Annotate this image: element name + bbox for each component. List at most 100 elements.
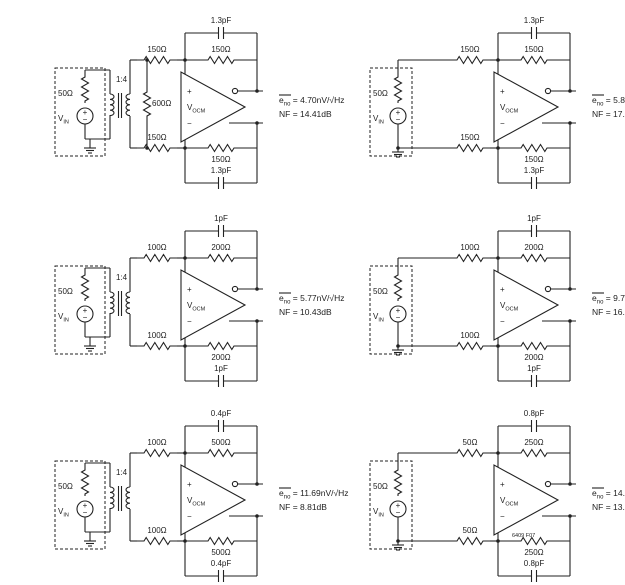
feedback-capacitor-bottom-label: 1pF	[527, 364, 541, 373]
source-resistor	[393, 75, 403, 103]
input-resistor-top	[450, 253, 490, 263]
feedback-capacitor-top-label: 1.3pF	[524, 16, 545, 25]
feedback-resistor-top-label: 150Ω	[211, 45, 230, 54]
inverting-input-sign: −	[187, 512, 192, 521]
circuit-group: +−50ΩVIN1:4600Ω150Ω150Ω150Ω150Ω1.3pF1.3p…	[54, 16, 625, 582]
source-resistor-label: 50Ω	[373, 89, 388, 98]
input-resistor-top	[450, 448, 490, 458]
feedback-resistor-top-label: 150Ω	[524, 45, 543, 54]
noninverting-input-sign: +	[187, 87, 192, 96]
feedback-resistor-top	[185, 448, 257, 458]
differential-amplifier	[493, 71, 560, 143]
input-resistor-bottom-label: 150Ω	[147, 133, 166, 142]
noise-figure-label: NF = 13.56dB	[592, 502, 625, 512]
voltage-source-plus: +	[83, 108, 88, 117]
feedback-capacitor-top-label: 0.8pF	[524, 409, 545, 418]
feedback-resistor-bottom-label: 250Ω	[524, 548, 543, 557]
noise-figure-label: NF = 10.43dB	[279, 307, 332, 317]
inverting-input-sign: −	[187, 317, 192, 326]
feedback-resistor-top-label: 250Ω	[524, 438, 543, 447]
output-noise-label: eno = 14.23nV/√Hz	[592, 488, 625, 501]
differential-amplifier	[180, 269, 247, 341]
shunt-resistor-label: 600Ω	[152, 99, 171, 108]
source-resistor	[393, 273, 403, 301]
input-resistor-top	[137, 448, 177, 458]
source-resistor-label: 50Ω	[58, 89, 73, 98]
feedback-capacitor-top-label: 0.4pF	[211, 409, 232, 418]
source-box	[54, 67, 106, 157]
transformer-secondary	[125, 93, 131, 117]
voltage-source-plus: +	[83, 501, 88, 510]
feedback-resistor-bottom-label: 200Ω	[211, 353, 230, 362]
differential-amplifier	[493, 464, 560, 536]
feedback-resistor-bottom	[185, 536, 257, 546]
circuit-6: +−50ΩVIN50Ω50Ω250Ω250Ω0.8pF0.8pF+−VOCMen…	[369, 409, 625, 582]
input-resistor-bottom-label: 100Ω	[147, 331, 166, 340]
transformer-primary	[109, 486, 115, 510]
vocm-label: VOCM	[500, 496, 519, 508]
circuit-5: +−50ΩVIN1:4100Ω100Ω500Ω500Ω0.4pF0.4pF+−V…	[54, 409, 349, 582]
inverting-input-sign: −	[500, 512, 505, 521]
feedback-capacitor-bottom-label: 1.3pF	[211, 166, 232, 175]
source-box	[369, 265, 413, 355]
output-noise-label: eno = 9.76nV/√Hz	[592, 293, 625, 306]
feedback-resistor-top-label: 200Ω	[211, 243, 230, 252]
circuit-1: +−50ΩVIN1:4600Ω150Ω150Ω150Ω150Ω1.3pF1.3p…	[54, 16, 344, 189]
junction-dot	[396, 344, 400, 348]
figure-id: 6409 F07	[512, 533, 535, 539]
vocm-label: VOCM	[187, 496, 206, 508]
input-resistor-top-label: 150Ω	[147, 45, 166, 54]
source-resistor	[80, 75, 90, 103]
feedback-capacitor-bottom-label: 1pF	[214, 364, 228, 373]
input-resistor-bottom-label: 50Ω	[463, 526, 478, 535]
vin-label: VIN	[58, 114, 69, 126]
output-noise-label: eno = 5.88nV/√Hz	[592, 95, 625, 108]
feedback-resistor-bottom	[185, 341, 257, 351]
input-resistor-bottom	[450, 143, 490, 153]
transformer-primary	[109, 93, 115, 117]
transformer-ratio: 1:4	[116, 468, 128, 477]
source-resistor	[80, 273, 90, 301]
input-resistor-top-label: 50Ω	[463, 438, 478, 447]
source-resistor-label: 50Ω	[58, 287, 73, 296]
vin-label: VIN	[373, 312, 384, 324]
shunt-resistor	[142, 90, 152, 118]
feedback-resistor-bottom-label: 500Ω	[211, 548, 230, 557]
voltage-source-plus: +	[396, 306, 401, 315]
input-resistor-bottom	[137, 341, 177, 351]
feedback-resistor-bottom-label: 150Ω	[211, 155, 230, 164]
input-resistor-bottom	[137, 143, 177, 153]
source-resistor-label: 50Ω	[373, 482, 388, 491]
input-resistor-bottom	[137, 536, 177, 546]
input-resistor-bottom-label: 150Ω	[460, 133, 479, 142]
source-resistor	[80, 468, 90, 496]
transformer-ratio: 1:4	[116, 273, 128, 282]
feedback-capacitor-top-label: 1.3pF	[211, 16, 232, 25]
junction-dot	[396, 146, 400, 150]
output-noise-label: eno = 5.77nV/√Hz	[279, 293, 344, 306]
circuit-2: +−50ΩVIN150Ω150Ω150Ω150Ω1.3pF1.3pF+−VOCM…	[369, 16, 625, 189]
transformer-secondary	[125, 291, 131, 315]
source-resistor-label: 50Ω	[373, 287, 388, 296]
feedback-resistor-top	[185, 253, 257, 263]
noninverting-input-sign: +	[500, 285, 505, 294]
vocm-label: VOCM	[500, 103, 519, 115]
noninverting-input-sign: +	[500, 480, 505, 489]
input-resistor-top	[450, 55, 490, 65]
source-box	[369, 67, 413, 157]
inverting-output-bubble	[544, 87, 552, 95]
noninverting-input-sign: +	[500, 87, 505, 96]
voltage-source-minus: −	[83, 115, 88, 124]
noise-figure-label: NF = 14.41dB	[279, 109, 332, 119]
transformer-primary	[109, 291, 115, 315]
voltage-source-minus: −	[396, 508, 401, 517]
feedback-resistor-bottom-label: 150Ω	[524, 155, 543, 164]
vocm-label: VOCM	[187, 103, 206, 115]
source-box	[54, 460, 106, 550]
feedback-resistor-bottom	[498, 536, 570, 546]
vocm-label: VOCM	[187, 301, 206, 313]
output-noise-label: eno = 4.70nV/√Hz	[279, 95, 344, 108]
feedback-resistor-top	[498, 55, 570, 65]
inverting-output-bubble	[231, 480, 239, 488]
